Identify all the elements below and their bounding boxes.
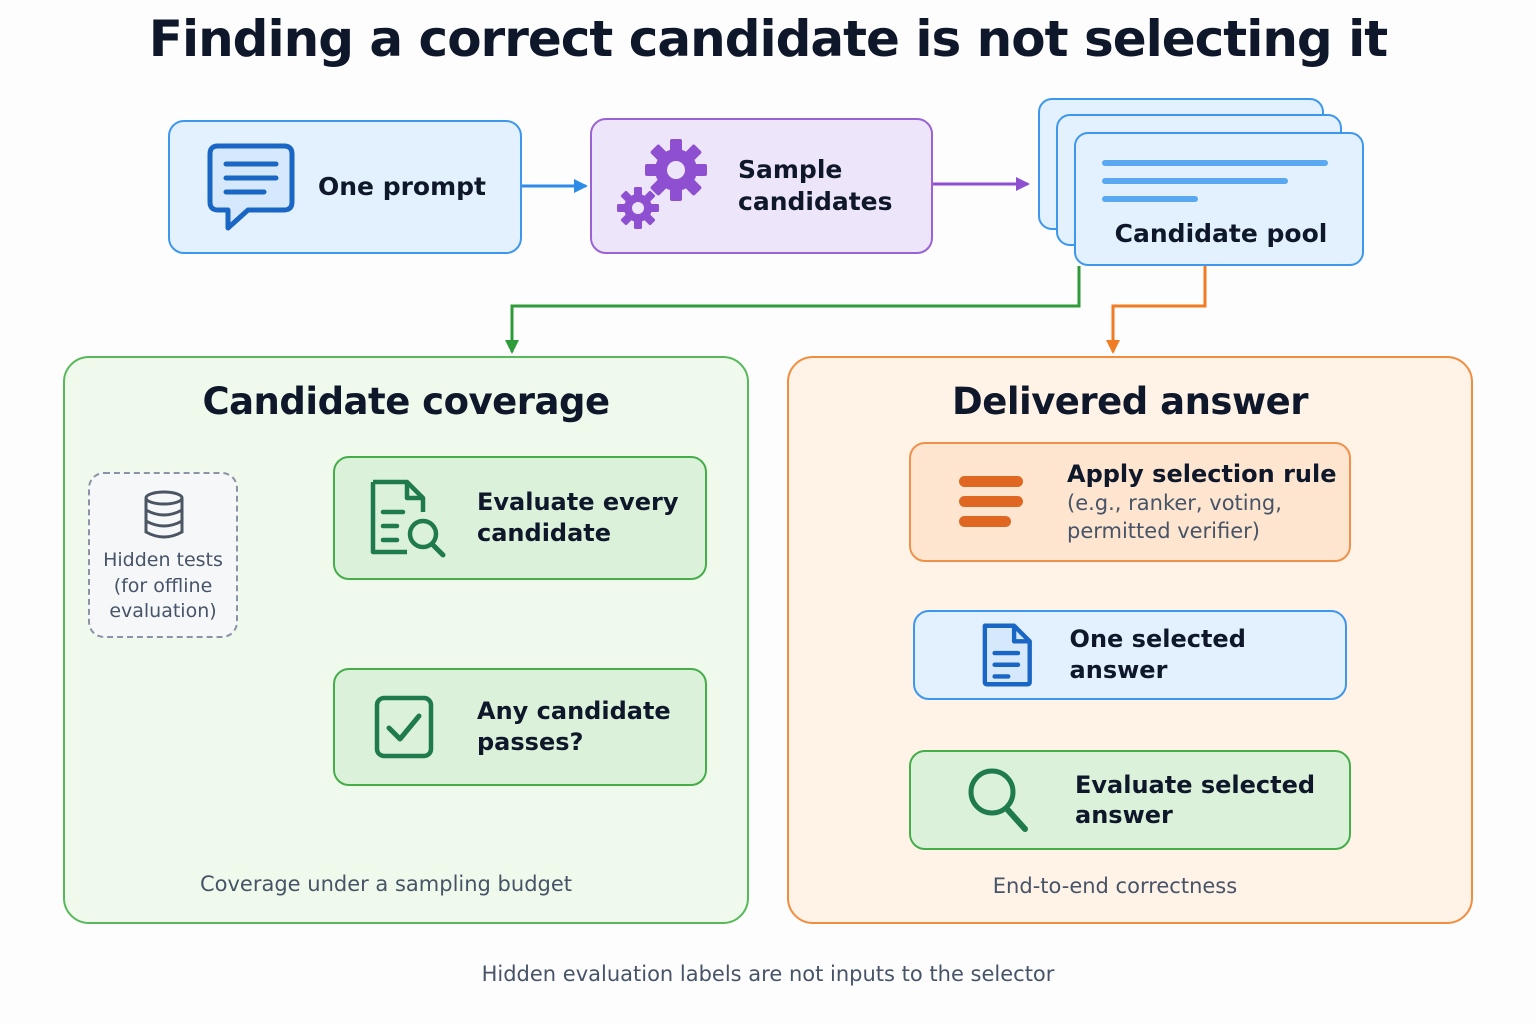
hidden-tests-line1: Hidden tests bbox=[103, 549, 223, 571]
hidden-tests-box: Hidden tests (for offline evaluation) bbox=[88, 472, 238, 638]
selected-answer-box: One selected answer bbox=[913, 610, 1347, 700]
evaluate-selected-line2: answer bbox=[1075, 801, 1173, 829]
document-search-icon bbox=[370, 479, 446, 558]
database-icon bbox=[144, 490, 184, 539]
evaluate-selected-box: Evaluate selected answer bbox=[909, 750, 1351, 850]
evaluate-every-box: Evaluate every candidate bbox=[333, 456, 707, 580]
coverage-title: Candidate coverage bbox=[202, 380, 610, 423]
prompt-label: One prompt bbox=[318, 171, 487, 201]
any-passes-line2: passes? bbox=[477, 728, 584, 756]
pool-line-3 bbox=[1102, 196, 1198, 202]
selection-rule-box: Apply selection rule (e.g., ranker, voti… bbox=[909, 442, 1351, 562]
gears-icon bbox=[617, 139, 707, 229]
evaluate-every-line1: Evaluate every bbox=[477, 487, 679, 516]
footer-note: Hidden evaluation labels are not inputs … bbox=[481, 962, 1055, 986]
chat-bubble-icon bbox=[207, 143, 295, 231]
evaluate-every-line2: candidate bbox=[477, 519, 612, 547]
delivered-title: Delivered answer bbox=[952, 380, 1308, 423]
sample-box: Sample candidates bbox=[590, 118, 933, 254]
selection-rule-sub-line2: permitted verifier) bbox=[1067, 518, 1260, 543]
magnifier-icon bbox=[968, 768, 1028, 832]
arrow-pool-to-coverage bbox=[505, 266, 1081, 354]
coverage-panel: Candidate coverage Coverage under a samp… bbox=[63, 356, 749, 924]
any-passes-label: Any candidate passes? bbox=[477, 696, 671, 758]
evaluate-selected-label: Evaluate selected answer bbox=[1075, 770, 1315, 830]
selection-rule-sub-line1: (e.g., ranker, voting, bbox=[1067, 491, 1282, 516]
evaluate-selected-line1: Evaluate selected bbox=[1075, 771, 1316, 799]
hidden-tests-line2: (for offline bbox=[113, 574, 213, 597]
sample-label: Sample candidates bbox=[738, 154, 893, 219]
coverage-caption: Coverage under a sampling budget bbox=[199, 872, 573, 896]
pool-label: Candidate pool bbox=[1114, 219, 1328, 248]
pool-line-1 bbox=[1102, 160, 1328, 166]
hidden-tests-line3: evaluation) bbox=[109, 600, 217, 623]
checkbox-icon bbox=[374, 695, 434, 759]
sample-label-line2: candidates bbox=[738, 187, 893, 216]
hidden-tests-label: Hidden tests (for offline evaluation) bbox=[90, 548, 236, 625]
list-bars-icon bbox=[959, 476, 1023, 527]
document-icon bbox=[982, 623, 1032, 687]
prompt-box: One prompt bbox=[168, 120, 522, 254]
selected-answer-label: One selected answer bbox=[1069, 624, 1246, 684]
selection-rule-text: Apply selection rule (e.g., ranker, voti… bbox=[1067, 459, 1337, 545]
delivered-caption: End-to-end correctness bbox=[992, 874, 1238, 898]
any-passes-line1: Any candidate bbox=[477, 696, 671, 725]
pool-line-2 bbox=[1102, 178, 1288, 184]
any-passes-box: Any candidate passes? bbox=[333, 668, 707, 786]
page-title: Finding a correct candidate is not selec… bbox=[148, 10, 1388, 68]
evaluate-every-label: Evaluate every candidate bbox=[477, 487, 679, 549]
pool-card-front: Candidate pool bbox=[1074, 132, 1364, 266]
candidate-pool: Candidate pool bbox=[1036, 98, 1366, 268]
selection-rule-label: Apply selection rule bbox=[1067, 460, 1337, 489]
sample-label-line1: Sample bbox=[738, 154, 843, 184]
arrow-pool-to-delivered bbox=[1106, 266, 1207, 354]
